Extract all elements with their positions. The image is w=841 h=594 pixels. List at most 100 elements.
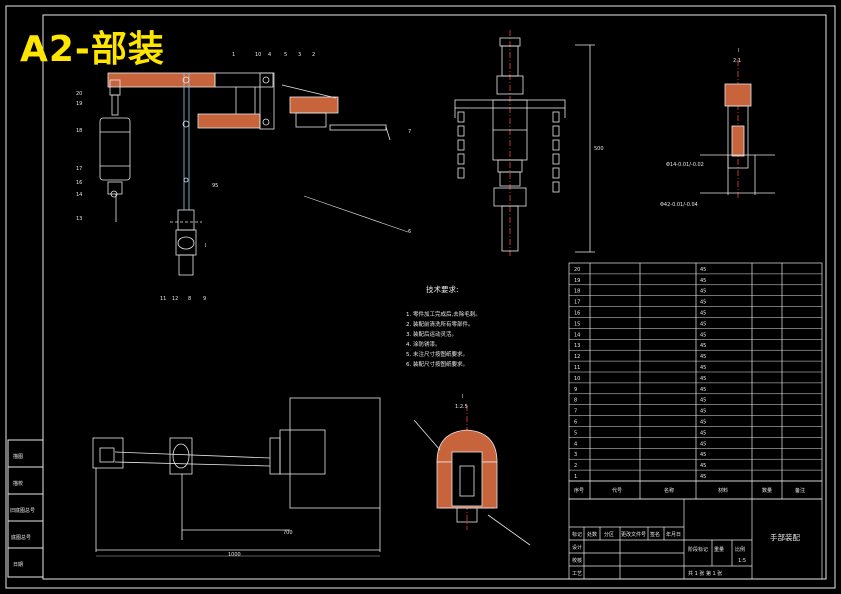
bom-cell: 4 bbox=[574, 441, 577, 447]
bom-cell: 13 bbox=[574, 343, 580, 349]
bom-cell: 45 bbox=[700, 463, 706, 469]
bom-cell: 45 bbox=[700, 311, 706, 317]
bom-cell: 45 bbox=[700, 409, 706, 415]
svg-text:4. 涂防锈漆。: 4. 涂防锈漆。 bbox=[406, 340, 441, 348]
bom-cell: 11 bbox=[574, 365, 580, 371]
svg-text:6: 6 bbox=[408, 229, 411, 235]
bom-cell: 10 bbox=[574, 376, 580, 382]
svg-text:重量: 重量 bbox=[714, 546, 724, 553]
binding-strip: 描图 描校 旧底图总号 底图总号 日期 bbox=[7, 439, 44, 578]
svg-text:代号: 代号 bbox=[612, 487, 622, 494]
svg-text:13: 13 bbox=[76, 216, 82, 222]
svg-text:旧底图总号: 旧底图总号 bbox=[10, 507, 35, 514]
svg-text:2:1: 2:1 bbox=[733, 58, 741, 64]
bom-cell: 45 bbox=[700, 430, 706, 436]
title-block bbox=[568, 498, 823, 580]
svg-text:更改文件号: 更改文件号 bbox=[621, 531, 646, 538]
svg-text:底图总号: 底图总号 bbox=[11, 534, 31, 541]
bom-cell: 7 bbox=[574, 409, 577, 415]
svg-text:11: 11 bbox=[160, 296, 166, 302]
svg-text:19: 19 bbox=[76, 101, 82, 107]
bom-cell: 45 bbox=[700, 387, 706, 393]
bom-cell: 45 bbox=[700, 278, 706, 284]
svg-text:17: 17 bbox=[76, 166, 82, 172]
svg-text:材料: 材料 bbox=[718, 487, 728, 494]
bom-cell: 15 bbox=[574, 321, 580, 327]
bom-cell: 9 bbox=[574, 387, 577, 393]
plan-view bbox=[92, 397, 381, 557]
svg-text:3. 装配后运动灵活。: 3. 装配后运动灵活。 bbox=[406, 330, 457, 338]
svg-text:12: 12 bbox=[172, 296, 178, 302]
svg-text:1:5: 1:5 bbox=[738, 558, 746, 564]
bom-cell: 45 bbox=[700, 474, 706, 480]
svg-text:2: 2 bbox=[312, 52, 315, 58]
svg-text:分区: 分区 bbox=[604, 531, 614, 538]
svg-text:18: 18 bbox=[76, 128, 82, 134]
bom-header bbox=[568, 480, 823, 500]
svg-text:95: 95 bbox=[212, 183, 218, 189]
svg-text:I: I bbox=[738, 48, 739, 54]
svg-text:年月日: 年月日 bbox=[666, 531, 681, 538]
svg-text:描校: 描校 bbox=[13, 480, 23, 487]
svg-text:处数: 处数 bbox=[587, 531, 597, 538]
svg-text:工艺: 工艺 bbox=[572, 571, 582, 577]
svg-text:4: 4 bbox=[268, 52, 271, 58]
svg-text:手部装配: 手部装配 bbox=[770, 532, 800, 542]
bom-cell: 45 bbox=[700, 354, 706, 360]
bom-cell: 2 bbox=[574, 463, 577, 469]
svg-text:备注: 备注 bbox=[795, 487, 805, 494]
inner-border bbox=[42, 14, 827, 580]
bom-cell: 6 bbox=[574, 420, 577, 426]
svg-text:序号: 序号 bbox=[574, 487, 584, 494]
svg-text:700: 700 bbox=[283, 530, 293, 536]
bom-cell: 12 bbox=[574, 354, 580, 360]
svg-text:1: 1 bbox=[232, 52, 235, 58]
svg-text:校核: 校核 bbox=[572, 557, 582, 564]
bom-cell: 45 bbox=[700, 300, 706, 306]
svg-text:数量: 数量 bbox=[762, 487, 772, 494]
main-assembly-view bbox=[99, 72, 409, 276]
bom-cell: 18 bbox=[574, 289, 580, 295]
bom-cell: 45 bbox=[700, 267, 706, 273]
svg-text:Φ14-0.01/-0.02: Φ14-0.01/-0.02 bbox=[666, 162, 704, 168]
svg-text:共 1 张 第 1 张: 共 1 张 第 1 张 bbox=[688, 570, 722, 577]
page-banner: A2-部装 bbox=[20, 29, 165, 70]
front-view bbox=[454, 30, 595, 258]
bom-cell: 5 bbox=[574, 430, 577, 436]
bom-cell: 45 bbox=[700, 289, 706, 295]
bom-cell: 45 bbox=[700, 343, 706, 349]
svg-text:比例: 比例 bbox=[735, 546, 745, 553]
svg-text:设计: 设计 bbox=[572, 544, 582, 551]
svg-text:描图: 描图 bbox=[13, 453, 23, 460]
svg-text:10: 10 bbox=[255, 52, 261, 58]
bom-cell: 45 bbox=[700, 376, 706, 382]
bom-cell: 45 bbox=[700, 321, 706, 327]
bom-cell: 45 bbox=[700, 365, 706, 371]
svg-text:9: 9 bbox=[203, 296, 206, 302]
svg-text:I: I bbox=[462, 394, 463, 400]
svg-text:签名: 签名 bbox=[650, 531, 660, 538]
svg-text:5: 5 bbox=[284, 52, 287, 58]
part-callouts: 1 10 4 5 3 2 7 6 20 19 18 17 16 14 13 11… bbox=[76, 52, 411, 302]
svg-text:阶段标记: 阶段标记 bbox=[688, 546, 708, 553]
svg-text:6. 装配尺寸按图纸要求。: 6. 装配尺寸按图纸要求。 bbox=[406, 360, 468, 368]
svg-text:3: 3 bbox=[298, 52, 301, 58]
bom-cell: 45 bbox=[700, 420, 706, 426]
technical-requirements: 技术要求: 1. 零件加工完成后,去除毛刺。 2. 装配前清洗所有零部件。 3.… bbox=[406, 284, 481, 368]
bom-cell: 19 bbox=[574, 278, 580, 284]
bom-cell: 3 bbox=[574, 452, 577, 458]
svg-text:日期: 日期 bbox=[13, 562, 23, 568]
bom-cell: 8 bbox=[574, 398, 577, 404]
bom-cell: 16 bbox=[574, 311, 580, 317]
svg-text:20: 20 bbox=[76, 91, 82, 97]
bom-cell: 45 bbox=[700, 452, 706, 458]
svg-text:I: I bbox=[205, 243, 206, 249]
bom-cell: 17 bbox=[574, 300, 580, 306]
svg-text:1:2.5: 1:2.5 bbox=[455, 404, 468, 410]
bom-cell: 20 bbox=[574, 267, 580, 273]
svg-text:500: 500 bbox=[594, 146, 604, 152]
svg-text:2. 装配前清洗所有零部件。: 2. 装配前清洗所有零部件。 bbox=[406, 320, 474, 328]
svg-text:8: 8 bbox=[188, 296, 191, 302]
